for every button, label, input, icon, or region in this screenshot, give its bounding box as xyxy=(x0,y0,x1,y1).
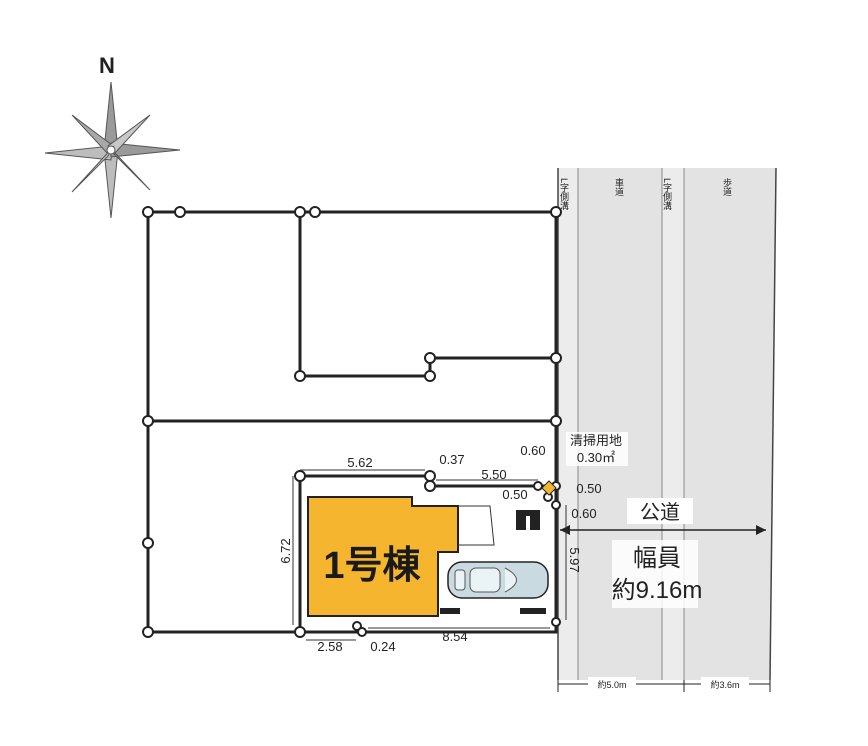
dim-corner-d: 0.60 xyxy=(571,506,596,521)
cleaning-land-marker xyxy=(541,480,557,496)
road: L字側溝 車道 L字側溝 歩道 公道 幅員 約9.16m 約5.0m 約3.6m xyxy=(557,167,777,692)
carriageway-label: 車道 xyxy=(614,177,624,197)
sidewalk-label: 歩道 xyxy=(722,177,732,197)
house-footprint xyxy=(307,496,459,617)
gutter-label-1: L字側溝 xyxy=(559,178,569,211)
cleaning-land-label: 清掃用地 xyxy=(570,433,622,448)
dim-right: 5.97 xyxy=(567,547,582,572)
lot-boundaries xyxy=(142,206,562,638)
cleaning-land-area: 0.30㎡ xyxy=(577,450,615,465)
road-width-value: 約9.16m xyxy=(612,577,703,604)
dim-bottom-offset: 0.24 xyxy=(370,639,395,654)
parking-area xyxy=(440,505,546,614)
compass-icon: N xyxy=(44,53,181,219)
gutter-label-2: L字側溝 xyxy=(662,178,672,211)
road-width-label: 幅員 xyxy=(633,545,681,572)
dimension-lines xyxy=(292,469,567,641)
dim-bottom-left: 2.58 xyxy=(317,639,342,654)
dim-corner-c: 0.50 xyxy=(576,481,601,496)
dim-top: 5.62 xyxy=(347,455,372,470)
dim-inner-top: 5.50 xyxy=(481,467,506,482)
north-label: N xyxy=(99,53,115,78)
road-name: 公道 xyxy=(640,501,680,524)
dim-top-offset: 0.37 xyxy=(439,452,464,467)
sidewalk-width: 約3.6m xyxy=(710,679,739,690)
dim-left: 6.72 xyxy=(278,538,293,563)
dim-corner-a: 0.60 xyxy=(520,443,545,458)
dim-corner-b: 0.50 xyxy=(502,487,527,502)
dim-bottom: 8.54 xyxy=(442,629,467,644)
carriageway-width: 約5.0m xyxy=(597,679,626,690)
house-label: 1号棟 xyxy=(323,545,421,587)
car-icon xyxy=(447,561,549,599)
